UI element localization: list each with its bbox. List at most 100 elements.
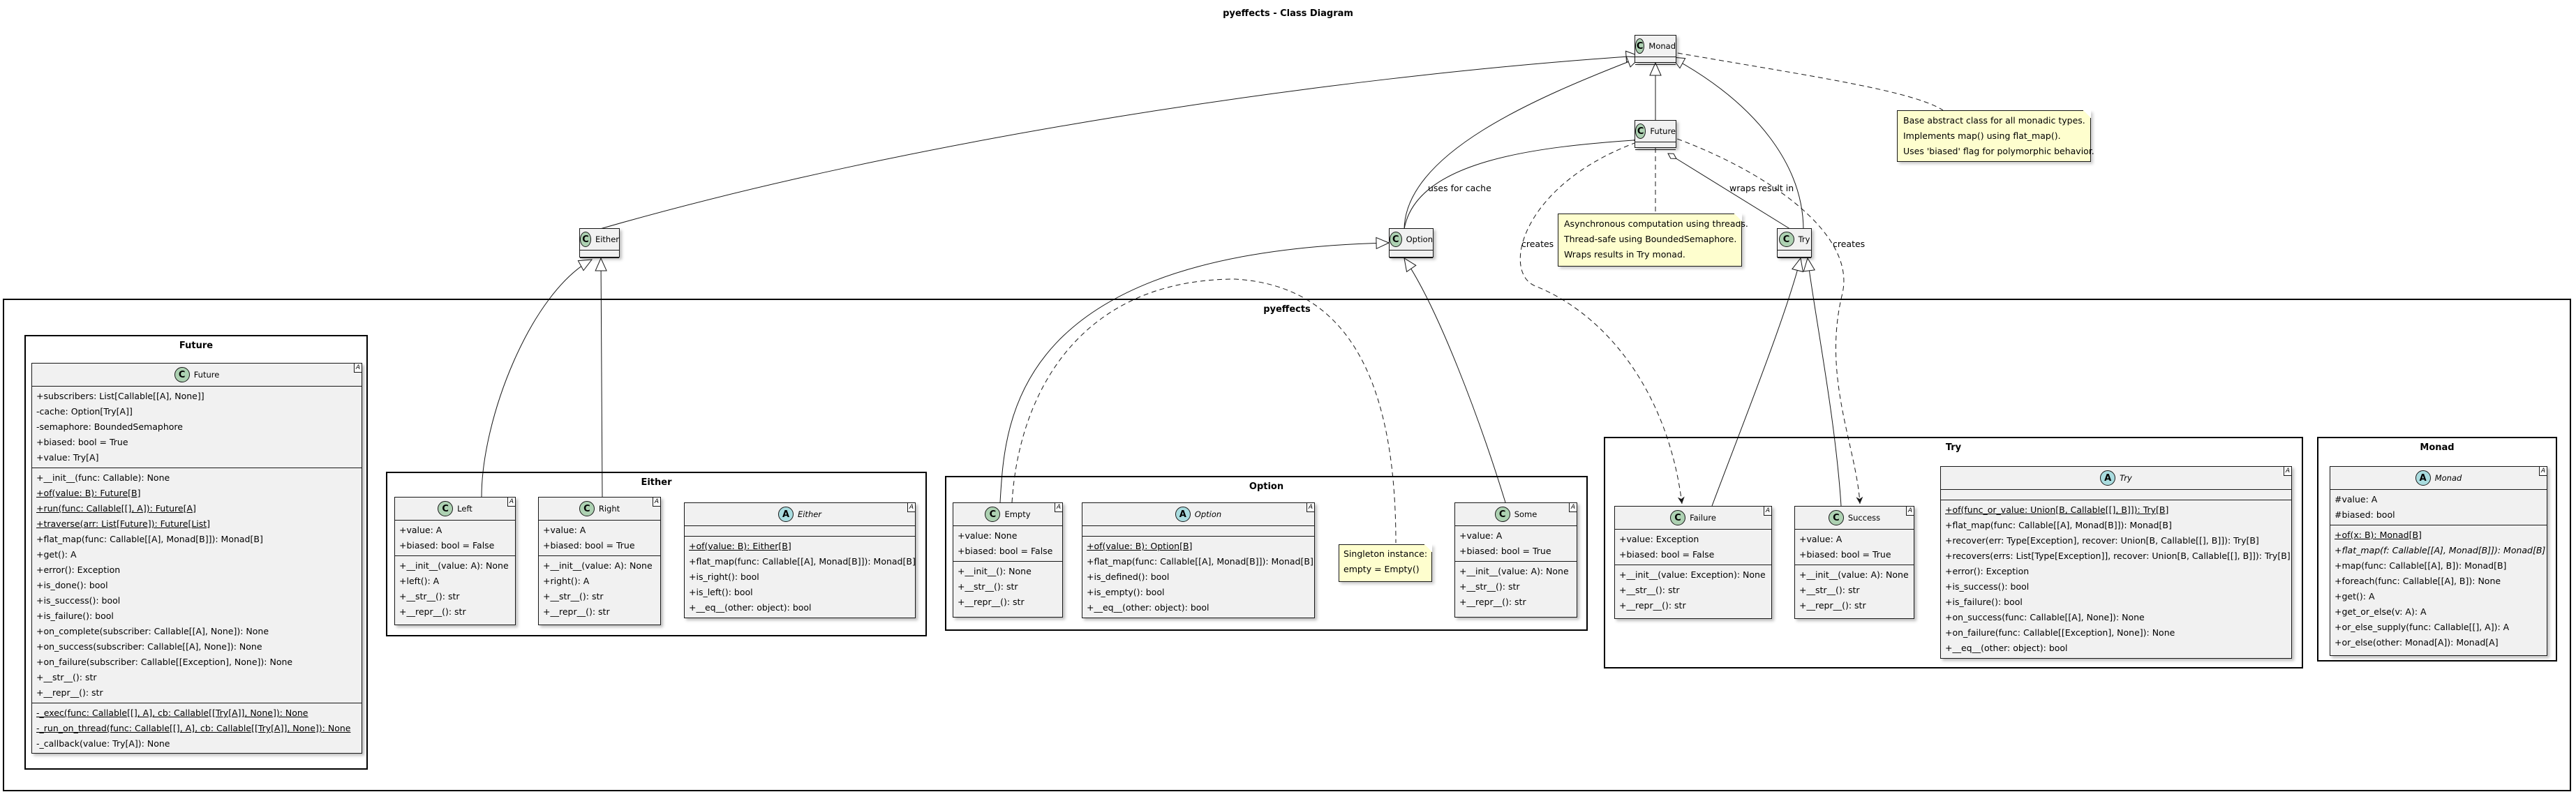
field: +biased: bool = True — [543, 540, 635, 551]
note-line: Singleton instance: — [1343, 548, 1428, 559]
method: +error(): Exception — [36, 565, 121, 575]
class-icon: C — [1494, 507, 1510, 522]
template-tag: A — [652, 497, 661, 507]
method: +flat_map(func: Callable[[A], Monad[B]])… — [1945, 520, 2172, 530]
class-name: Failure — [1690, 513, 1716, 523]
abstract-icon: A — [777, 507, 794, 522]
method: +__init__(value: A): None — [543, 560, 653, 571]
class-name: Right — [598, 504, 620, 514]
class-icon: C — [174, 367, 190, 382]
template-tag: A — [2538, 466, 2547, 476]
field: #biased: bool — [2335, 509, 2395, 520]
field: +value: Try[A] — [36, 452, 99, 463]
method: +__str__(): str — [543, 591, 604, 602]
method: +flat_map(func: Callable[[A], Monad[B]])… — [689, 556, 916, 567]
class-icon: C — [579, 501, 595, 516]
edge-option-monad — [1404, 57, 1640, 231]
method: +left(): A — [399, 576, 440, 586]
class-name: Try — [1798, 234, 1810, 244]
field: +value: A — [1459, 530, 1503, 541]
method: +__repr__(): str — [958, 597, 1025, 607]
private-method: -_exec(func: Callable[[], A], cb: Callab… — [36, 708, 308, 718]
method: +__init__(value: A): None — [399, 560, 509, 571]
template-tag: A — [1568, 502, 1577, 512]
diagram-title: pyeffects - Class Diagram — [1223, 8, 1353, 19]
method: +map(func: Callable[[A], B]): Monad[B] — [2335, 560, 2507, 571]
method: +__repr__(): str — [36, 687, 103, 698]
field: -semaphore: BoundedSemaphore — [36, 421, 183, 432]
method: +on_failure(func: Callable[[Exception], … — [1945, 627, 2175, 638]
field: +value: Exception — [1619, 534, 1699, 544]
note-line: Asynchronous computation using threads. — [1564, 218, 1748, 229]
class-name: Either — [797, 509, 822, 519]
method: +__eq__(other: object): bool — [689, 602, 812, 613]
template-tag: A — [1054, 502, 1063, 512]
class-name: Future — [1650, 126, 1676, 136]
class-name: Empty — [1004, 509, 1031, 519]
template-tag: A — [1763, 506, 1772, 516]
method: +__repr__(): str — [1619, 600, 1686, 611]
method: +on_success(subscriber: Callable[[A], No… — [36, 641, 262, 652]
method: +of(func_or_value: Union[B, Callable[[],… — [1945, 505, 2169, 515]
method: +get(): A — [2335, 591, 2375, 602]
edge-label-creates-failure: creates — [1521, 239, 1554, 249]
class-name: Success — [1847, 513, 1881, 523]
method: +or_else(other: Monad[A]): Monad[A] — [2335, 637, 2499, 648]
note-future: Asynchronous computation using threads. … — [1558, 214, 1748, 267]
class-name: Left — [457, 504, 472, 514]
method: +__repr__(): str — [543, 606, 610, 617]
method: +__eq__(other: object): bool — [1087, 602, 1209, 613]
class-icon: C — [1778, 232, 1794, 247]
method: +__str__(): str — [1459, 581, 1520, 592]
class-name: Monad — [2434, 473, 2462, 483]
note-fold — [1424, 544, 1432, 552]
method: +is_left(): bool — [689, 587, 753, 597]
template-tag: A — [1306, 502, 1315, 512]
note-link-monad — [1669, 51, 1944, 111]
method: +get(): A — [36, 549, 77, 560]
package-monad: Monad — [2317, 437, 2557, 662]
class-try-top[interactable]: C Try — [1777, 228, 1812, 258]
class-icon: C — [580, 232, 591, 247]
class-future-top[interactable]: C Future — [1635, 120, 1676, 150]
method: +__str__(): str — [1799, 585, 1860, 595]
note-fold — [1734, 214, 1742, 221]
package-pyeffects: pyeffects — [3, 299, 2571, 791]
template-tag: A — [353, 363, 362, 373]
edge-some-option — [1404, 258, 1506, 503]
edge-label-creates-success: creates — [1833, 239, 1866, 249]
method: +get_or_else(v: A): A — [2335, 606, 2427, 617]
method: +__init__(func: Callable): None — [36, 472, 170, 483]
note-monad: Base abstract class for all monadic type… — [1897, 110, 2094, 162]
template-tag: A — [907, 502, 916, 512]
class-icon: C — [1635, 124, 1646, 139]
edge-failure-try — [1711, 258, 1801, 507]
method: +is_right(): bool — [689, 571, 759, 582]
class-icon: C — [985, 507, 1001, 522]
class-name: Some — [1514, 509, 1538, 519]
method: +of(value: B): Option[B] — [1087, 541, 1193, 551]
method: +or_else_supply(func: Callable[[], A]): … — [2335, 622, 2510, 632]
field: +biased: bool = True — [1799, 549, 1891, 560]
edge-label-uses-for-cache: uses for cache — [1428, 183, 1491, 193]
field: -cache: Option[Try[A]] — [36, 406, 133, 417]
class-icon: C — [1635, 38, 1645, 54]
class-name: Option — [1406, 234, 1433, 244]
class-name: Future — [193, 370, 220, 380]
edge-future-option-cache — [1404, 136, 1645, 230]
method: +of(value: B): Future[B] — [36, 488, 141, 498]
